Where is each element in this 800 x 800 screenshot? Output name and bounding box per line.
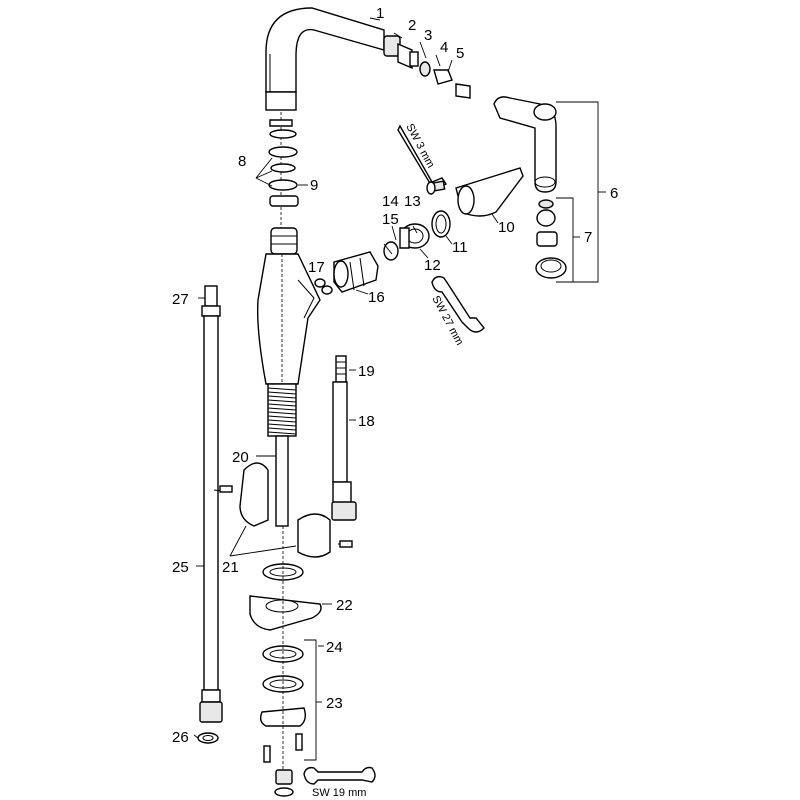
thread-line xyxy=(267,399,297,403)
label-part-13: 13 xyxy=(404,193,421,210)
label-part-3: 3 xyxy=(424,27,432,44)
label-part-2: 2 xyxy=(408,17,416,34)
thread-line xyxy=(267,395,297,399)
thread-line xyxy=(267,431,297,435)
label-wrench-19: SW 19 mm xyxy=(312,787,366,799)
long-supply-hose xyxy=(197,285,223,744)
label-part-10: 10 xyxy=(498,219,515,236)
outlet-parts xyxy=(383,35,471,99)
label-part-1: 1 xyxy=(376,5,384,22)
thread-line xyxy=(267,427,297,431)
wrench-27-tool xyxy=(431,275,485,333)
label-part-4: 4 xyxy=(440,39,448,56)
thread-line xyxy=(267,387,297,391)
label-part-16: 16 xyxy=(368,289,385,306)
handle-cap xyxy=(431,167,524,245)
supply-hose xyxy=(331,355,357,521)
label-part-27: 27 xyxy=(172,291,189,308)
label-part-26: 26 xyxy=(172,729,189,746)
threaded-shank xyxy=(267,383,297,527)
label-part-15: 15 xyxy=(382,211,399,228)
hose-upper xyxy=(255,91,308,255)
label-part-23: 23 xyxy=(326,695,343,712)
cartridge-parts xyxy=(314,181,436,295)
wrench-19-tool xyxy=(303,766,376,785)
label-part-9: 9 xyxy=(310,177,318,194)
label-part-18: 18 xyxy=(358,413,375,430)
thread-line xyxy=(267,423,297,427)
mounting-plate-set xyxy=(249,526,322,797)
thread-line xyxy=(267,391,297,395)
label-part-5: 5 xyxy=(456,45,464,62)
thread-line xyxy=(267,411,297,415)
aerator-parts xyxy=(535,197,580,282)
label-part-12: 12 xyxy=(424,257,441,274)
thread-line xyxy=(267,419,297,423)
label-part-19: 19 xyxy=(358,363,375,380)
label-part-25: 25 xyxy=(172,559,189,576)
label-part-7: 7 xyxy=(584,229,592,246)
thread-line xyxy=(267,407,297,411)
label-part-14: 14 xyxy=(382,193,399,210)
label-part-24: 24 xyxy=(326,639,343,656)
label-part-11: 11 xyxy=(452,239,468,256)
thread-line xyxy=(267,415,297,419)
label-part-20: 20 xyxy=(232,449,249,466)
label-part-6: 6 xyxy=(610,185,618,202)
faucet-body xyxy=(256,253,321,385)
label-part-21: 21 xyxy=(222,559,239,576)
label-part-22: 22 xyxy=(336,597,353,614)
label-part-8: 8 xyxy=(238,153,246,170)
leader-lines xyxy=(193,17,453,739)
label-part-17: 17 xyxy=(308,259,325,276)
mounting-shells xyxy=(213,462,353,558)
spray-head xyxy=(493,96,606,283)
thread-line xyxy=(267,403,297,407)
